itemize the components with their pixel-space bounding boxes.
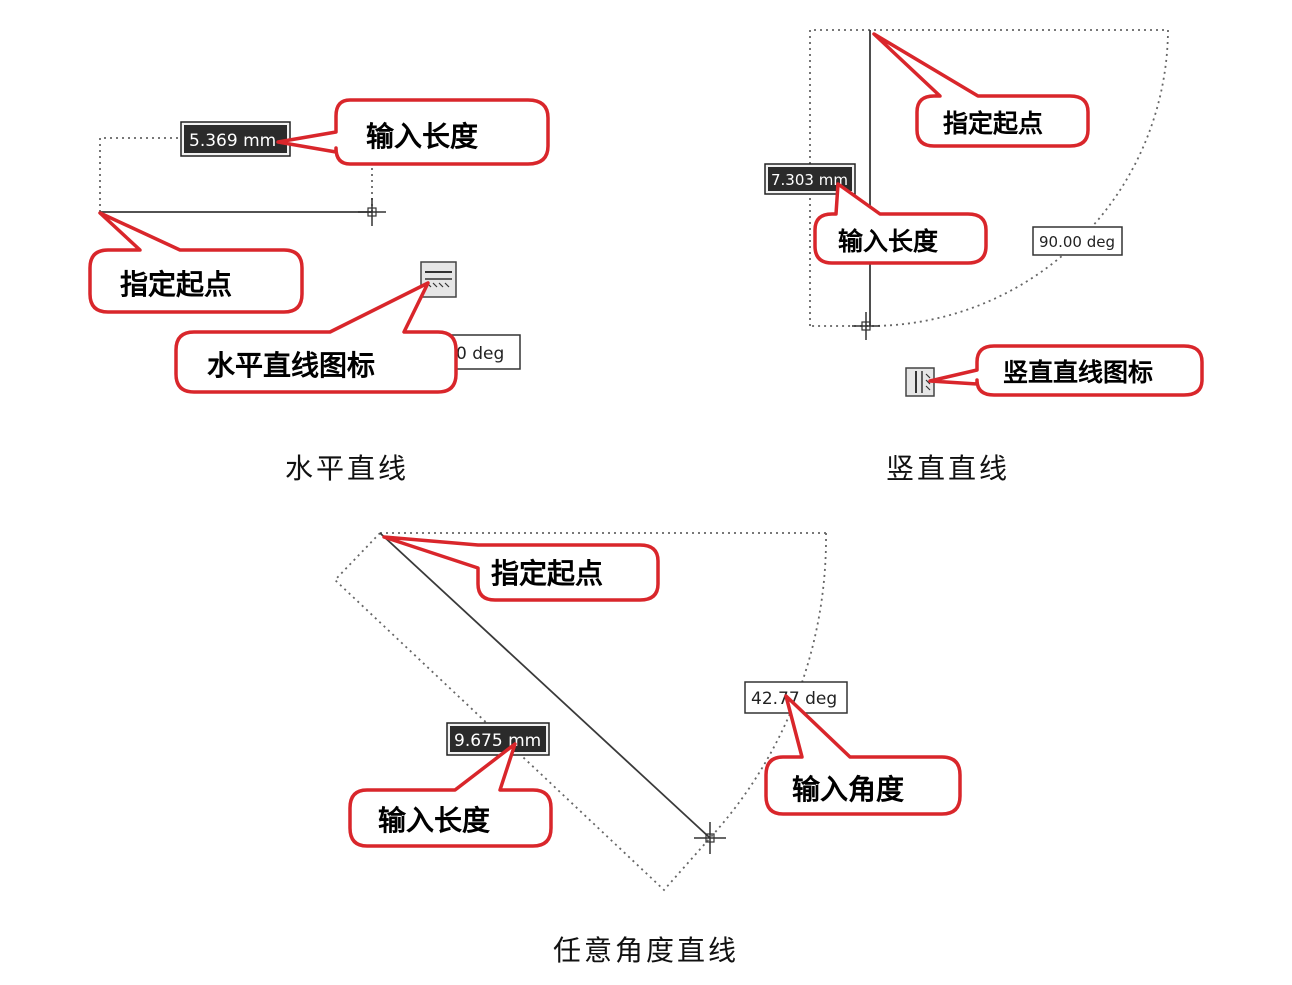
callout-bubble-enter-length xyxy=(813,182,988,265)
panel-horizontal: 5.369 mm 0 deg 输入长度 指定起点 水平直线图标 水平直线 xyxy=(88,98,550,485)
callout-bubble-icon xyxy=(174,281,458,394)
horizontal-line-icon[interactable] xyxy=(420,261,457,298)
callout-label-start-point: 指定起点 xyxy=(943,109,1043,138)
panel-angled: 9.675 mm 42.77 deg 指定起点 输入长度 输入角度 任意角度直线 xyxy=(333,532,962,967)
length-input-value: 9.675 mm xyxy=(454,731,541,751)
callout-bubble-enter-length xyxy=(276,98,550,166)
angle-input-value: 42.77 deg xyxy=(751,689,837,709)
callout-label-icon: 水平直线图标 xyxy=(207,349,375,382)
panel-vertical: 7.303 mm 90.00 deg 指定起点 输入长度 竖直直线图标 竖直直线 xyxy=(764,29,1204,485)
crosshair-cursor-icon xyxy=(694,822,726,854)
callout-bubble-start-point xyxy=(872,32,1090,148)
angle-input-box[interactable]: 42.77 deg xyxy=(744,681,848,714)
callout-label-icon: 竖直直线图标 xyxy=(1003,358,1153,387)
angle-arc xyxy=(709,532,827,839)
callout-bubble-enter-length xyxy=(348,742,553,848)
angle-input-box[interactable]: 90.00 deg xyxy=(1032,226,1123,256)
callout-label-enter-angle: 输入角度 xyxy=(792,773,904,806)
panel-caption: 任意角度直线 xyxy=(553,934,739,967)
panel-caption: 水平直线 xyxy=(285,452,409,485)
callout-label-start-point: 指定起点 xyxy=(491,557,603,590)
angle-input-value: 90.00 deg xyxy=(1039,233,1115,251)
callout-label-enter-length: 输入长度 xyxy=(838,227,938,256)
callout-bubble-start-point xyxy=(88,211,304,314)
callout-label-enter-length: 输入长度 xyxy=(378,804,490,837)
dimension-guide-frame xyxy=(809,29,1168,326)
callout-label-enter-length: 输入长度 xyxy=(366,120,478,153)
angle-input-value: 0 deg xyxy=(456,344,504,364)
callout-bubble-start-point xyxy=(382,535,660,602)
length-input-box[interactable]: 5.369 mm xyxy=(180,121,291,157)
angle-arc xyxy=(810,29,1169,327)
callout-label-start-point: 指定起点 xyxy=(120,268,232,301)
drawn-line xyxy=(379,532,711,839)
length-input-value: 5.369 mm xyxy=(189,131,276,151)
panel-caption: 竖直直线 xyxy=(886,452,1010,485)
length-input-box[interactable]: 9.675 mm xyxy=(446,722,550,756)
dimension-guide-left xyxy=(99,137,182,212)
crosshair-cursor-icon xyxy=(358,198,386,226)
length-input-value: 7.303 mm xyxy=(771,171,848,189)
crosshair-cursor-icon xyxy=(852,312,880,340)
callout-bubble-enter-angle xyxy=(764,694,962,816)
callout-bubble-icon xyxy=(928,344,1204,397)
